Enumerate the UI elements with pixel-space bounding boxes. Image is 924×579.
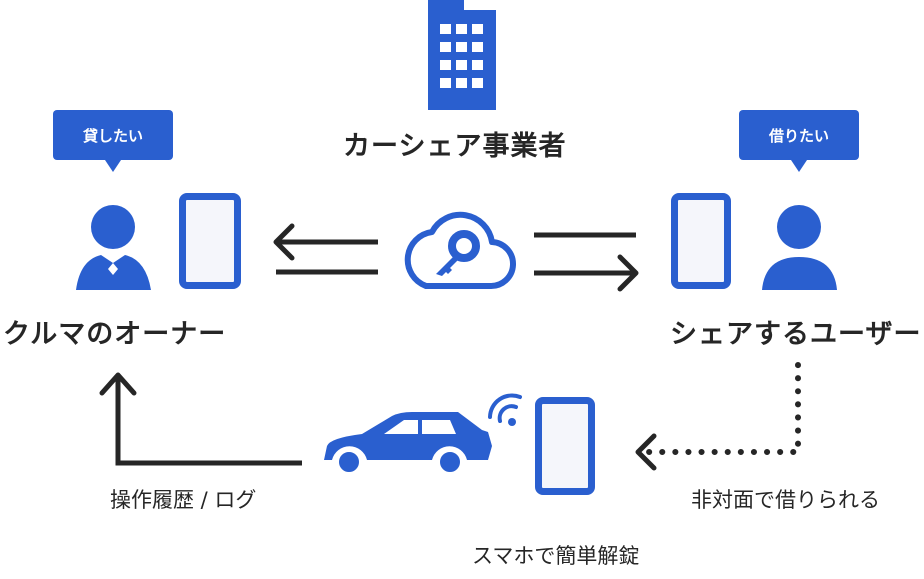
office-building-icon <box>428 0 496 110</box>
log-label: 操作履歴 / ログ <box>110 488 257 512</box>
non-face-to-face-arrow <box>635 362 801 471</box>
business-person-icon <box>76 205 151 290</box>
operator-label: カーシェア事業者 <box>343 131 567 162</box>
user-bubble-text: 借りたい <box>768 126 829 145</box>
unlock-label: スマホで簡単解錠 <box>472 544 640 568</box>
log-arrow <box>99 372 302 466</box>
owner-speech-bubble: 貸したい <box>53 110 173 172</box>
person-icon <box>762 205 837 290</box>
owner-label: クルマのオーナー <box>3 319 227 350</box>
user-speech-bubble: 借りたい <box>739 110 859 172</box>
owner-smartphone-icon <box>179 193 241 289</box>
arrow-to-owner <box>273 223 378 275</box>
non-face-to-face-label: 非対面で借りられる <box>691 488 880 512</box>
wireless-signal-icon <box>488 393 522 426</box>
car-icon <box>324 412 492 476</box>
user-smartphone-icon <box>671 193 731 289</box>
cloud-key-icon <box>404 211 516 290</box>
user-label: シェアするユーザー <box>670 319 922 350</box>
owner-bubble-text: 貸したい <box>82 126 143 145</box>
unlock-smartphone-icon <box>535 397 595 495</box>
arrow-to-user <box>534 232 639 292</box>
